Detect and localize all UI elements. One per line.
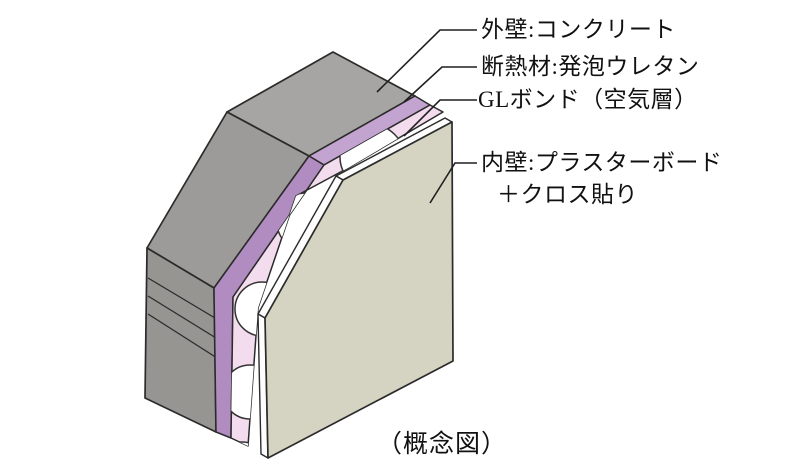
label-insulation: 断熱材:発泡ウレタン <box>481 54 700 79</box>
gl-dab-circle <box>231 442 268 446</box>
caption: （概念図） <box>377 431 508 458</box>
leader-insulation <box>404 67 477 102</box>
label-inner-wall-line2: ＋クロス貼り <box>497 182 638 207</box>
label-gl-bond: GLボンド（空気層） <box>478 87 698 112</box>
board-face <box>265 122 453 458</box>
leader-inner-wall <box>430 163 477 203</box>
leader-lines <box>377 30 477 203</box>
leader-outer-wall <box>377 30 477 92</box>
label-inner-wall-line1: 内壁:プラスターボード <box>481 150 723 175</box>
break-lines <box>148 278 217 358</box>
label-outer-wall: 外壁:コンクリート <box>481 17 676 42</box>
leader-gl-bond <box>404 100 477 136</box>
gl-layer-face <box>231 105 443 446</box>
